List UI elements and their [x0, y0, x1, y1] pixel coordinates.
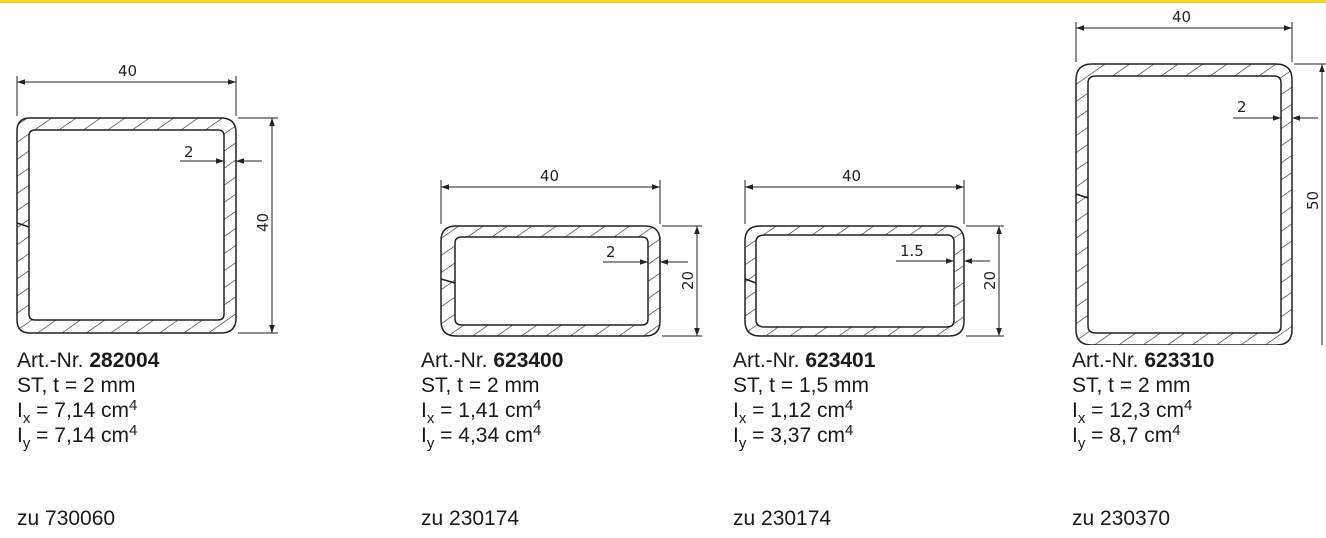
accent-bar: [0, 0, 1326, 3]
profile-4-height-label: 50: [1304, 191, 1322, 210]
profile-3-height-label: 20: [981, 271, 999, 290]
profile-4-wall: [1075, 63, 1293, 345]
art-no-line: Art.-Nr. 623401: [733, 349, 876, 372]
profile-4-wall-label: 2: [1237, 98, 1247, 116]
art-no: 623400: [493, 349, 564, 372]
profile-4-drawing: 40 50 2: [1075, 8, 1326, 345]
profile-1-wall: [16, 117, 237, 334]
ix-line: Ix = 1,12 cm4: [733, 397, 854, 427]
profile-4-seam: [1075, 193, 1089, 199]
ix-line: Ix = 1,41 cm4: [421, 397, 542, 427]
profile-2-height-label: 20: [679, 271, 697, 290]
profile-2-info: Art.-Nr. 623400 ST, t = 2 mm Ix = 1,41 c…: [421, 348, 564, 530]
profile-3-wall: [744, 225, 965, 337]
art-no: 282004: [89, 349, 160, 372]
profile-3-drawing: 40 20 1.5: [744, 167, 1004, 337]
profile-4-width-label: 40: [1172, 8, 1191, 26]
iy-line: Iy = 3,37 cm4: [733, 422, 854, 452]
profile-2-wall: [440, 225, 661, 337]
profile-1-width-label: 40: [118, 62, 137, 80]
profile-1-drawing: 40 40 2: [16, 62, 278, 334]
art-no: 623310: [1144, 349, 1215, 372]
profile-1-info: Art.-Nr. 282004 ST, t = 2 mm Ix = 7,14 c…: [17, 348, 160, 530]
profile-3-wall-label: 1.5: [900, 242, 924, 260]
material-line: ST, t = 2 mm: [421, 374, 540, 397]
ix-line: Ix = 12,3 cm4: [1072, 397, 1193, 427]
iy-line: Iy = 4,34 cm4: [421, 422, 542, 452]
profile-2-wall-label: 2: [606, 243, 616, 261]
ref-line: zu 730060: [17, 507, 116, 530]
art-no: 623401: [805, 349, 876, 372]
art-no-line: Art.-Nr. 282004: [17, 349, 160, 372]
profile-4-info: Art.-Nr. 623310 ST, t = 2 mm Ix = 12,3 c…: [1072, 348, 1215, 530]
profile-drawings: 40 40 2 40 20 2 40 20 1: [16, 8, 1326, 345]
profile-2-seam: [440, 278, 456, 284]
profile-1-wall-label: 2: [184, 143, 194, 161]
profile-1-height-label: 40: [254, 213, 272, 232]
ref-line: zu 230370: [1072, 507, 1171, 530]
ref-line: zu 230174: [421, 507, 520, 530]
profile-3-seam: [744, 278, 757, 284]
iy-line: Iy = 7,14 cm4: [17, 422, 138, 452]
iy-line: Iy = 8,7 cm4: [1072, 422, 1181, 452]
material-line: ST, t = 2 mm: [17, 374, 136, 397]
art-no-line: Art.-Nr. 623400: [421, 349, 564, 372]
profile-2-drawing: 40 20 2: [440, 167, 702, 337]
profile-3-info: Art.-Nr. 623401 ST, t = 1,5 mm Ix = 1,12…: [733, 348, 876, 530]
ref-line: zu 230174: [733, 507, 832, 530]
ix-line: Ix = 7,14 cm4: [17, 397, 138, 427]
profile-3-width-label: 40: [842, 167, 861, 185]
profile-1-seam: [16, 222, 30, 228]
profile-2-width-label: 40: [540, 167, 559, 185]
material-line: ST, t = 2 mm: [1072, 374, 1191, 397]
art-no-line: Art.-Nr. 623310: [1072, 349, 1215, 372]
material-line: ST, t = 1,5 mm: [733, 374, 869, 397]
